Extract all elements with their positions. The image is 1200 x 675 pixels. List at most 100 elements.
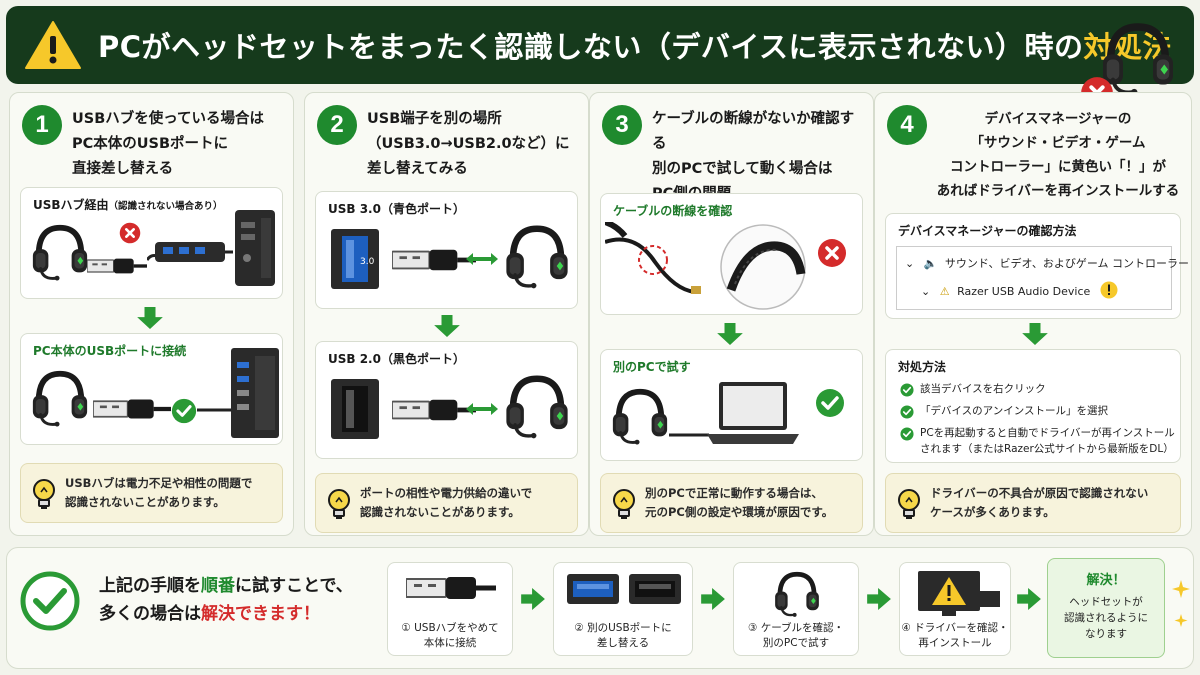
usb-plug-icon: [87, 256, 147, 276]
summary-text-part: 多くの場合は: [99, 604, 201, 624]
caption-line: 本体に接続: [423, 637, 477, 649]
tip-text: 別のPCで正常に動作する場合は、 元のPC側の設定や環境が原因です。: [645, 484, 854, 522]
lightbulb-icon: [898, 489, 920, 519]
double-arrow-icon: [466, 403, 498, 415]
title-line: デバイスマネージャーの: [984, 111, 1132, 127]
cable-check-illustration: ケーブルの断線を確認: [600, 193, 863, 315]
cable-line: [197, 408, 233, 412]
direct-usb-illustration: PC本体のUSBポートに接続: [20, 333, 283, 445]
step-number: 4: [887, 105, 927, 145]
tip-text: ドライバーの不具合が原因で認識されない ケースが多くあります。: [930, 484, 1172, 522]
step-number: 3: [602, 105, 642, 145]
solved-line: なります: [1085, 628, 1127, 640]
step-title: デバイスマネージャーの 「サウンド・ビデオ・ゲーム コントローラー」に黄色い「！…: [933, 107, 1183, 203]
exclamation-icon: [1100, 281, 1118, 299]
step-number: 1: [22, 105, 62, 145]
summary-text: 上記の手順を順番に試すことで、 多くの場合は解決できます！: [99, 572, 353, 628]
lightbulb-icon: [613, 489, 635, 519]
arrow-down-icon: [434, 315, 460, 337]
cable-damage-icon: [605, 222, 701, 294]
pc-tower-icon: [235, 210, 275, 286]
solved-title: 解決！: [1086, 573, 1126, 588]
summary-step-2: ② 別のUSBポートに 差し替える: [553, 562, 693, 656]
usb20-illustration: USB 2.0（黒色ポート）: [315, 341, 578, 459]
title-line: （USB3.0→USB2.0など）に: [367, 136, 570, 152]
check-icon: [171, 398, 197, 424]
tip-line: 元のPC側の設定や環境が原因です。: [645, 505, 834, 519]
usb-hub-icon: [147, 242, 233, 262]
tip-box: ポートの相性や電力供給の違いで 認識されないことがあります。: [315, 473, 578, 533]
usb-plug-icon: [93, 396, 171, 422]
solved-line: 認識されるように: [1064, 612, 1148, 624]
sub-label: 別のPCで試す: [613, 360, 691, 374]
sub-label: USBハブ経由（認識されない場合あり）: [33, 196, 223, 213]
title-line: 直接差し替える: [72, 161, 174, 177]
cable-line: [669, 433, 709, 437]
fix-step-text: 該当デバイスを右クリック: [920, 383, 1046, 395]
tip-line: ポートの相性や電力供給の違いで: [360, 486, 533, 500]
laptop-icon: [707, 382, 799, 444]
check-icon: [900, 405, 914, 419]
lightbulb-icon: [328, 489, 350, 519]
step-title: USBハブを使っている場合は PC本体のUSBポートに 直接差し替える: [72, 107, 285, 182]
fix-step-text: PCを再起動すると自動でドライバーが再インストール: [920, 427, 1175, 439]
usb20-port-icon: [331, 379, 379, 439]
sub-label: PC本体のUSBポートに接続: [33, 344, 187, 358]
step-number: 2: [317, 105, 357, 145]
check-icon: [815, 388, 845, 418]
arrow-right-icon: [1017, 588, 1041, 610]
solved-box: 解決！ ヘッドセットが 認識されるように なります: [1047, 558, 1165, 658]
headset-icon: [29, 218, 91, 284]
summary-step-1: ① USBハブをやめて 本体に接続: [387, 562, 513, 656]
step-title: USB端子を別の場所 （USB3.0→USB2.0など）に 差し替えてみる: [367, 107, 580, 182]
caption-line: ③ ケーブルを確認・: [747, 622, 845, 634]
caption-line: 別のPCで試す: [762, 637, 830, 649]
sub-label: USB 2.0（黒色ポート）: [328, 352, 465, 366]
fix-method-panel: 対処方法 該当デバイスを右クリック 「デバイスのアンインストール」を選択 PCを…: [885, 349, 1181, 463]
caption-line: ① USBハブをやめて: [401, 622, 499, 634]
usb30-port-icon: [567, 574, 619, 604]
lightbulb-icon: [33, 479, 55, 509]
title-line: USBハブを使っている場合は: [72, 111, 265, 127]
step-title: ケーブルの断線がないか確認する 別のPCで試して動く場合は PC側の問題: [652, 107, 865, 207]
usb-plug-icon: [392, 246, 476, 274]
step-panel-4: 4 デバイスマネージャーの 「サウンド・ビデオ・ゲーム コントローラー」に黄色い…: [874, 92, 1192, 536]
tree-category-row[interactable]: ⌄ 🔈 サウンド、ビデオ、およびゲーム コントローラー: [905, 255, 1189, 271]
summary-text-part: に試すことで、: [235, 576, 353, 596]
title-line: ケーブルの断線がないか確認する: [652, 111, 855, 152]
step-caption: ④ ドライバーを確認・ 再インストール: [900, 621, 1010, 651]
error-x-icon: [119, 222, 141, 244]
tip-line: USBハブは電力不足や相性の問題で: [65, 476, 253, 490]
check-icon: [900, 383, 914, 397]
step-caption: ② 別のUSBポートに 差し替える: [554, 621, 692, 651]
sub-label-text: USBハブ経由: [33, 198, 109, 212]
usb-plug-icon: [406, 573, 496, 603]
fix-step-text: されます（またはRazer公式サイトから最新版をDL）: [920, 443, 1174, 455]
sparkle-icon: [1172, 580, 1190, 627]
chevron-down-icon: ⌄: [921, 285, 931, 298]
headset-icon: [502, 364, 572, 446]
usb-plug-icon: [392, 396, 476, 424]
tree-device-row[interactable]: ⌄ ⚠ Razer USB Audio Device: [921, 281, 1118, 299]
usb-hub-illustration: USBハブ経由（認識されない場合あり）: [20, 187, 283, 299]
summary-step-4: ④ ドライバーを確認・ 再インストール: [899, 562, 1011, 656]
summary-highlight: 順番: [201, 576, 235, 596]
warning-icon: [25, 21, 81, 69]
arrow-right-icon: [867, 588, 891, 610]
usb20-port-icon: [629, 574, 681, 604]
error-x-icon: [817, 238, 847, 268]
step-panel-3: 3 ケーブルの断線がないか確認する 別のPCで試して動く場合は PC側の問題 ケ…: [589, 92, 874, 536]
summary-highlight: 解決できます！: [201, 604, 320, 624]
caption-line: 再インストール: [918, 637, 992, 649]
headset-icon: [772, 567, 822, 619]
headset-icon: [29, 364, 91, 430]
device-manager-panel: デバイスマネージャーの確認方法 ⌄ 🔈 サウンド、ビデオ、およびゲーム コントロ…: [885, 213, 1189, 319]
summary-text-part: 上記の手順を: [99, 576, 201, 596]
arrow-down-icon: [1022, 323, 1048, 345]
monitor-warning-icon: [918, 571, 1000, 616]
device-label: Razer USB Audio Device: [957, 285, 1091, 298]
double-arrow-icon: [466, 253, 498, 265]
tip-line: ドライバーの不具合が原因で認識されない: [930, 486, 1149, 500]
tip-box: USBハブは電力不足や相性の問題で 認識されないことがあります。: [20, 463, 283, 523]
title-main: PCがヘッドセットをまったく認識しない（デバイスに表示されない）時の: [98, 30, 1084, 64]
